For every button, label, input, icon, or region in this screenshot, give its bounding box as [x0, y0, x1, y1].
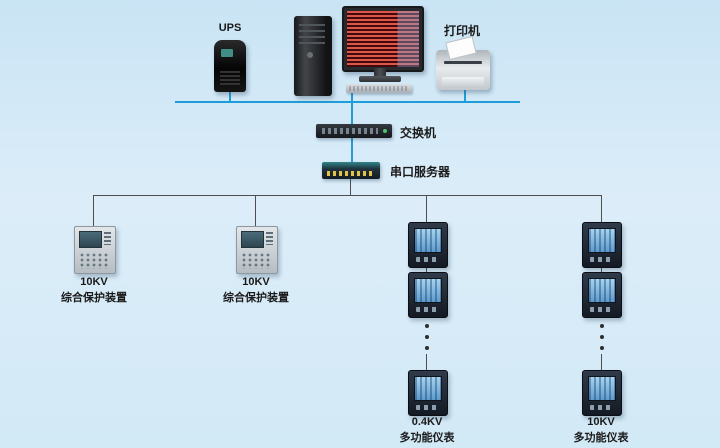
protection-leds — [266, 232, 273, 245]
meters1-kv-label: 0.4KV — [411, 416, 443, 428]
wire-drop-meters2 — [601, 195, 602, 223]
switch-device — [316, 124, 392, 138]
meter-buttons — [590, 257, 614, 262]
protection-keypad — [242, 253, 272, 269]
printer-device — [436, 35, 490, 90]
ups-vents — [220, 71, 240, 85]
meter-buttons — [416, 257, 440, 262]
wire-serial-to-bus — [350, 179, 351, 195]
meter-device — [582, 370, 622, 416]
protection2-kv-label: 10KV — [242, 276, 270, 288]
meter-screen — [588, 376, 616, 401]
meters2-name-label: 多功能仪表 — [573, 432, 629, 444]
pc-power-button — [307, 52, 313, 58]
wire-ups-drop — [229, 92, 231, 101]
monitor-base — [359, 76, 401, 82]
wire-meters2-link2 — [601, 354, 602, 370]
meter-screen — [414, 278, 442, 303]
monitor-stand — [374, 68, 386, 77]
continuation-dots — [425, 335, 429, 339]
wire-switch-to-serial — [351, 138, 353, 162]
wire-drop-protection1 — [93, 195, 94, 227]
keyboard — [346, 84, 412, 93]
protection-screen — [79, 231, 102, 248]
wire-backbone — [175, 101, 520, 103]
pc-drive-bays — [299, 24, 325, 44]
protection1-name-label: 综合保护装置 — [61, 292, 127, 304]
meter-screen — [414, 228, 442, 253]
serial-server-ports — [327, 171, 375, 176]
meter-device — [408, 272, 448, 318]
continuation-dots — [600, 324, 604, 328]
wire-printer-drop — [464, 90, 466, 101]
ups-display — [221, 49, 233, 57]
meter-buttons — [590, 307, 614, 312]
continuation-dots — [600, 346, 604, 350]
protection-leds — [104, 232, 111, 245]
printer-paper — [445, 35, 477, 61]
monitor-screen — [347, 11, 419, 67]
meter-device — [582, 222, 622, 268]
meter-buttons — [416, 307, 440, 312]
meter-device — [408, 370, 448, 416]
pc-tower — [294, 16, 332, 96]
switch-led — [383, 129, 387, 133]
meters1-name-label: 多功能仪表 — [399, 432, 455, 444]
serial-server-device — [322, 162, 380, 179]
protection-device-1 — [74, 226, 116, 274]
keyboard-keys — [349, 86, 409, 91]
wire-pc-drop — [351, 93, 353, 101]
protection-keypad — [80, 253, 110, 269]
protection-screen — [241, 231, 264, 248]
wire-meters2-link — [601, 266, 602, 272]
meter-device — [408, 222, 448, 268]
serial-server-label: 串口服务器 — [390, 165, 451, 179]
wire-backbone-to-switch — [351, 103, 353, 124]
wire-drop-protection2 — [255, 195, 256, 227]
printer-tray — [442, 77, 484, 86]
continuation-dots — [425, 324, 429, 328]
switch-label: 交换机 — [400, 126, 437, 140]
wire-field-bus — [93, 195, 602, 196]
ups-device — [214, 40, 246, 92]
switch-ports — [322, 128, 378, 134]
printer-label: 打印机 — [443, 24, 481, 38]
meter-buttons — [416, 405, 440, 410]
meter-screen — [588, 278, 616, 303]
meter-buttons — [590, 405, 614, 410]
meter-screen — [414, 376, 442, 401]
continuation-dots — [600, 335, 604, 339]
continuation-dots — [425, 346, 429, 350]
wire-meters1-link — [426, 266, 427, 272]
wire-drop-meters1 — [426, 195, 427, 223]
wire-meters1-link2 — [426, 354, 427, 370]
meter-screen — [588, 228, 616, 253]
monitor — [342, 6, 424, 72]
protection2-name-label: 综合保护装置 — [223, 292, 289, 304]
ups-label: UPS — [218, 22, 242, 34]
printer-slot — [444, 61, 482, 64]
protection-device-2 — [236, 226, 278, 274]
protection1-kv-label: 10KV — [80, 276, 108, 288]
meter-device — [582, 272, 622, 318]
meters2-kv-label: 10KV — [587, 416, 615, 428]
